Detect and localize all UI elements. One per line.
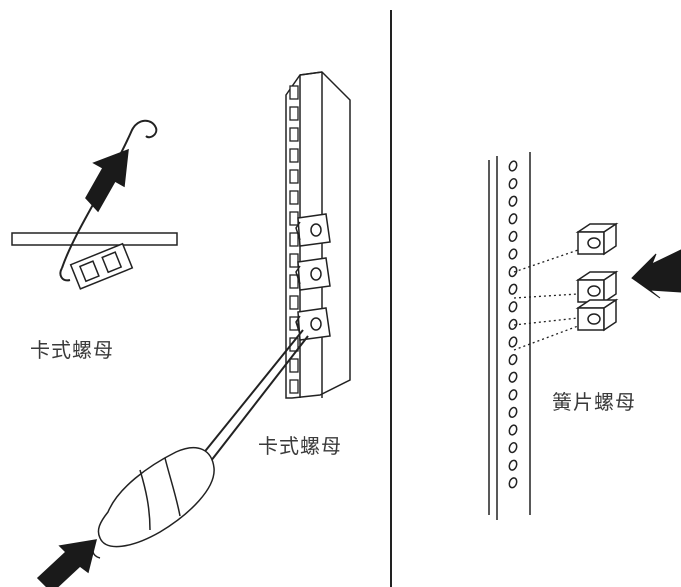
rail-round-hole (508, 301, 518, 313)
rail-round-hole (508, 389, 518, 401)
rail-square-hole (289, 211, 299, 226)
rail-square-hole (289, 379, 299, 394)
cage-nut-rail-label: 卡式螺母 (258, 434, 342, 458)
screwdriver-shaft (197, 329, 304, 461)
rail-round-hole (508, 406, 518, 418)
rail-round-hole (508, 424, 518, 436)
rail-round-hole (508, 371, 518, 383)
rail-round-hole (508, 213, 518, 225)
rail-square-hole (289, 232, 299, 247)
spring-nut-label: 簧片螺母 (552, 390, 636, 414)
rail-round-hole (508, 336, 518, 348)
rail-square-hole (289, 190, 299, 205)
spring-nut (575, 270, 619, 304)
rail-round-hole (508, 266, 518, 278)
round-hole-rail (488, 152, 531, 520)
rail-square-holes (289, 85, 299, 394)
rail-cage-nut (295, 257, 331, 291)
rail-square-hole (289, 169, 299, 184)
rail-round-hole (508, 195, 518, 207)
rail-square-hole (289, 337, 299, 352)
alignment-guides (513, 249, 579, 351)
panel-section (11, 232, 178, 246)
rail-round-hole (508, 248, 518, 260)
rail-round-hole (508, 442, 518, 454)
cage-nut-spring-clip (61, 119, 158, 269)
rail-square-hole (289, 274, 299, 289)
rail-square-hole (289, 295, 299, 310)
screwdriver (36, 329, 309, 587)
rail-cage-nuts (295, 213, 331, 341)
rail-square-hole (289, 253, 299, 268)
pull-up-arrow-icon (85, 148, 129, 213)
screwdriver-handle (97, 447, 215, 548)
cage-nut-detail-label: 卡式螺母 (30, 338, 114, 362)
rail-round-hole (508, 283, 518, 295)
rail-round-hole (508, 354, 518, 366)
rail-square-hole (289, 148, 299, 163)
rail-cage-nut (295, 213, 331, 247)
rail-square-hole (289, 358, 299, 373)
rail-square-hole (289, 316, 299, 331)
rail-round-hole (508, 178, 518, 190)
spring-nut (575, 222, 619, 256)
cage-nut-detail (11, 119, 178, 290)
rail-round-hole (508, 477, 518, 489)
rail-square-hole (289, 106, 299, 121)
rail-round-hole (508, 160, 518, 172)
push-arrow-icon (36, 539, 98, 587)
cage-nut-body (69, 242, 134, 290)
rail-round-hole (508, 318, 518, 330)
spring-nuts (575, 222, 619, 332)
insert-arrow-icon (631, 249, 681, 299)
rail-square-hole (289, 85, 299, 100)
rail-round-hole (508, 459, 518, 471)
rail-round-holes (508, 160, 518, 489)
rail-round-hole (508, 230, 518, 242)
rail-square-hole (289, 127, 299, 142)
rail-cage-nut (295, 307, 331, 341)
spring-nut (575, 298, 619, 332)
